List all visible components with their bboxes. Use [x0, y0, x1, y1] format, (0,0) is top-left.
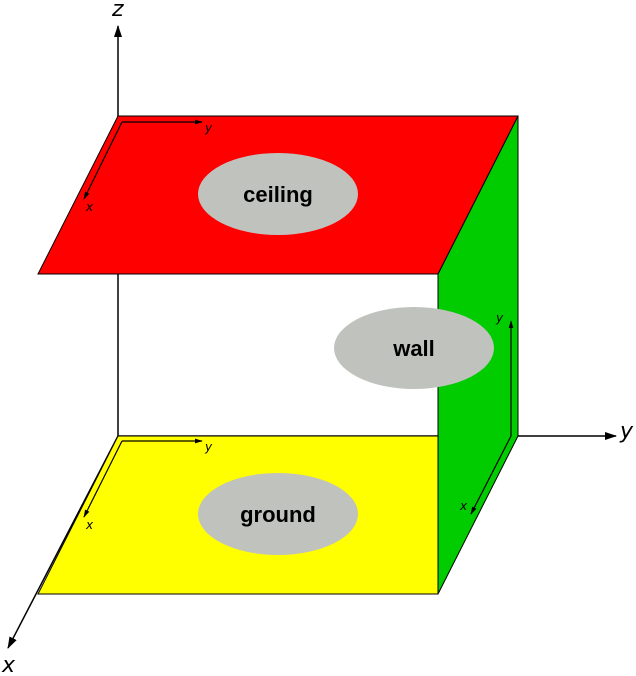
wall-local-x-axis — [470, 435, 512, 515]
ceiling-local-x-label: x — [85, 200, 94, 214]
ground-local-x-axis — [83, 440, 123, 518]
wall-label-bubble — [334, 307, 494, 389]
wall-label: wall — [392, 336, 435, 361]
ground-label: ground — [240, 502, 316, 527]
ceiling-label: ceiling — [243, 182, 313, 207]
ceiling-local-y-label: y — [204, 121, 213, 135]
y-axis-label: y — [619, 419, 634, 444]
z-axis-label: z — [111, 0, 124, 22]
ground-label-bubble — [198, 473, 358, 555]
x-axis-label: x — [1, 653, 16, 676]
ground-local-y-label: y — [204, 440, 213, 454]
ground-local-x-label: x — [85, 518, 94, 532]
ceiling-label-bubble — [198, 153, 358, 235]
ceiling-local-x-axis — [83, 121, 123, 200]
wall-local-x-label: x — [459, 499, 468, 513]
wall-local-y-label: y — [495, 311, 504, 325]
